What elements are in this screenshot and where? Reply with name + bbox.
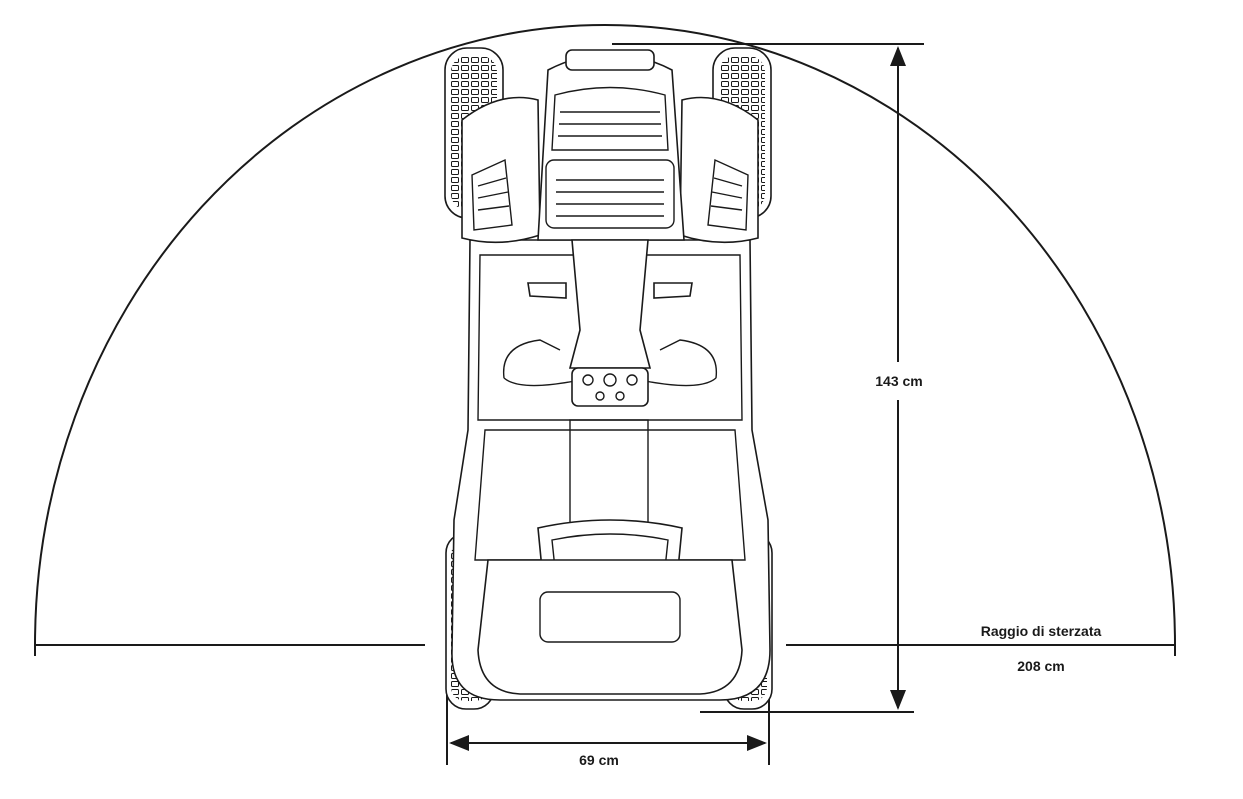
front-grille — [565, 49, 655, 71]
lawn-tractor-top-view — [444, 47, 773, 710]
left-lever — [527, 282, 567, 299]
hood — [537, 53, 685, 241]
rear-deck — [477, 559, 743, 695]
front-left-fender — [461, 96, 541, 244]
control-panel — [571, 367, 649, 407]
steering-column — [568, 239, 652, 369]
turning-radius-title: Raggio di sterzata — [981, 623, 1102, 639]
front-right-fender — [679, 96, 759, 244]
steering-wheel — [502, 339, 718, 387]
turning-radius-value: 208 cm — [1017, 658, 1064, 674]
right-lever — [653, 282, 693, 299]
turning-radius-arc — [34, 24, 1176, 646]
height-label: 143 cm — [875, 373, 922, 389]
width-label: 69 cm — [579, 752, 619, 768]
